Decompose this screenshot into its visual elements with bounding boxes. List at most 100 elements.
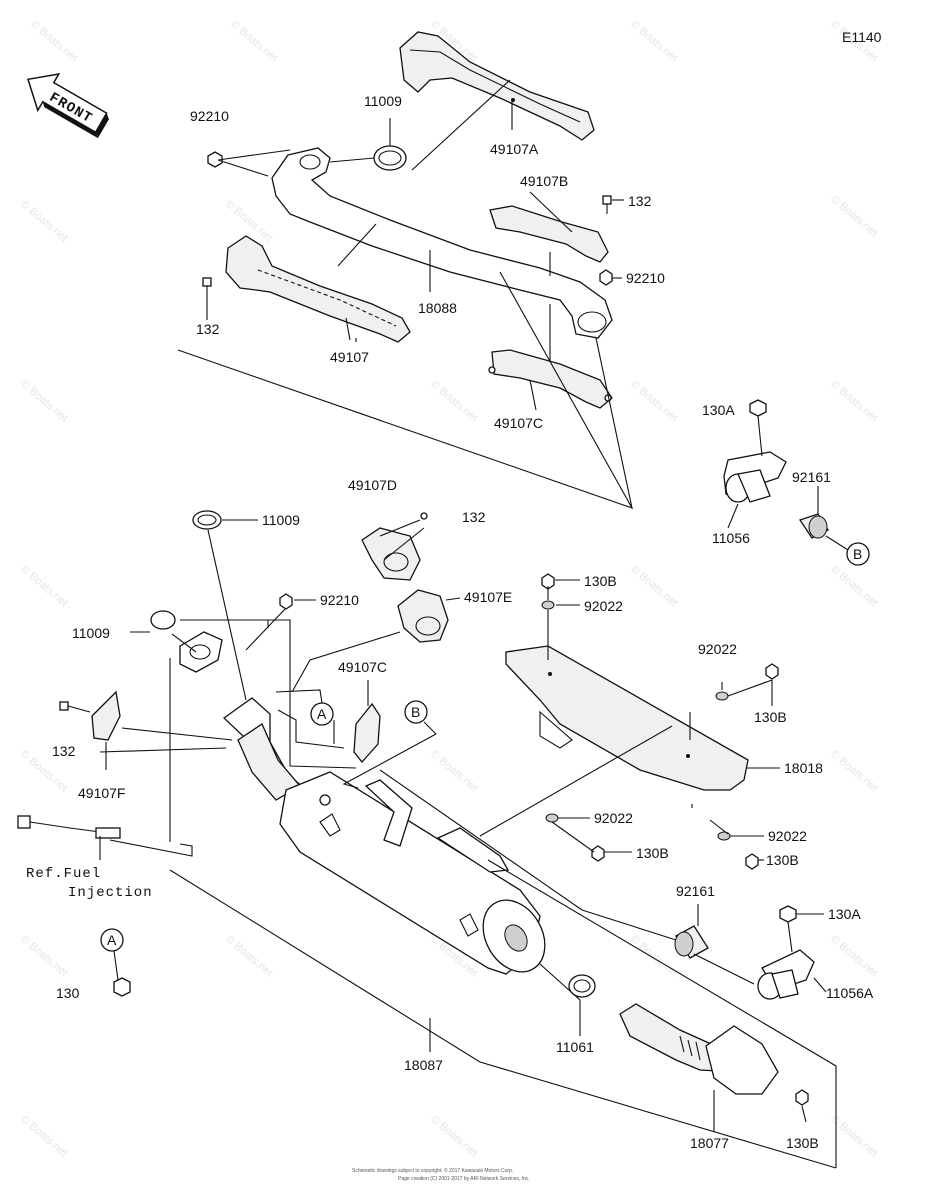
tail-pipe-18077 (619, 1003, 779, 1095)
heat-guard-49107a (399, 31, 595, 141)
bolt-130b-a (541, 573, 555, 590)
label-18087: 18087 (404, 1057, 443, 1073)
label-130b-b: 130B (754, 709, 787, 725)
label-92022-a: 92022 (584, 598, 623, 614)
watermark: © Boats.net (828, 563, 880, 609)
callout-a-bottom (100, 928, 124, 952)
oxygen-sensor (17, 815, 121, 839)
front-pipe-flange (179, 631, 223, 673)
label-11009-top: 11009 (364, 93, 402, 109)
washer-92022-b (715, 691, 729, 701)
label-49107c-mid: 49107C (338, 659, 387, 675)
watermark-layer: © Boats.net © Boats.net © Boats.net © Bo… (18, 18, 880, 1159)
watermark: © Boats.net (28, 18, 80, 64)
heat-guard-18018 (505, 645, 749, 791)
label-132-mid: 132 (462, 509, 486, 525)
nut-92210-top (207, 151, 223, 168)
label-130b-e: 130B (786, 1135, 819, 1151)
washer-92022-a (541, 600, 555, 610)
watermark: © Boats.net (828, 748, 880, 794)
label-49107e: 49107E (464, 589, 512, 605)
label-49107: 49107 (330, 349, 369, 365)
leader-lines (99, 79, 849, 1169)
label-92022-d: 92022 (768, 828, 807, 844)
watermark: © Boats.net (428, 748, 480, 794)
watermark: © Boats.net (428, 1113, 480, 1159)
bolt-132-mid (420, 512, 428, 520)
ref-note-line-1: Ref.Fuel (26, 866, 101, 882)
label-18018: 18018 (784, 760, 823, 776)
diagram-id: E1140 (842, 29, 882, 45)
washer-92022-c (545, 813, 559, 823)
watermark: © Boats.net (628, 18, 680, 64)
ref-note-line-2: Injection (68, 885, 153, 901)
watermark: © Boats.net (828, 193, 880, 239)
heat-guard-49107 (225, 235, 411, 343)
label-92022-b: 92022 (698, 641, 737, 657)
watermark: © Boats.net (828, 933, 880, 979)
label-49107a: 49107A (490, 141, 539, 157)
bolt-132-left-top (202, 277, 212, 298)
heat-guard-49107e (397, 589, 449, 643)
label-11009-mid: 11009 (262, 512, 300, 528)
label-11009-left: 11009 (72, 625, 110, 641)
label-130a-bottom: 130A (828, 906, 861, 922)
watermark: © Boats.net (18, 198, 70, 244)
watermark: © Boats.net (628, 378, 680, 424)
watermark: © Boats.net (18, 378, 70, 424)
label-130b-a: 130B (584, 573, 617, 589)
gasket-11009-mid (192, 510, 222, 530)
heat-guard-49107c-mid (353, 702, 381, 764)
heat-guard-49107c-top (488, 349, 613, 409)
label-132-right-top: 132 (628, 193, 652, 209)
label-130: 130 (56, 985, 80, 1001)
bracket-11056a (757, 949, 815, 1000)
watermark: © Boats.net (628, 563, 680, 609)
footer-line-1: Schematic drawings subject to copyright.… (352, 1167, 513, 1174)
label-11056a: 11056A (826, 985, 874, 1001)
part-labels: 92210 11009 49107A 49107B 132 92210 1808… (52, 93, 874, 1151)
bolt-132-right-top (602, 195, 612, 214)
callout-b-right-label: B (853, 546, 862, 562)
label-49107b: 49107B (520, 173, 568, 189)
label-92161-top: 92161 (792, 469, 831, 485)
label-132-left-top: 132 (196, 321, 220, 337)
label-130b-d: 130B (766, 852, 799, 868)
callout-b-mid-label: B (411, 704, 420, 720)
label-49107c-top: 49107C (494, 415, 543, 431)
nut-130b-d (745, 853, 759, 870)
label-18077: 18077 (690, 1135, 729, 1151)
label-92210-top: 92210 (190, 108, 229, 124)
bolt-130a-bottom (779, 905, 797, 953)
label-92022-c: 92022 (594, 810, 633, 826)
label-130a-top: 130A (702, 402, 735, 418)
gasket-11009-left (150, 610, 176, 630)
exhaust-pipe-18088 (271, 147, 613, 339)
label-49107f: 49107F (78, 785, 125, 801)
nut-130b-c (591, 845, 605, 862)
bolt-130a-top (749, 399, 767, 457)
footer-line-2: Page creation (C) 2001-2017 by ARI Netwo… (398, 1176, 530, 1182)
nut-92210-mid (279, 593, 293, 610)
label-92210-mid: 92210 (320, 592, 359, 608)
label-11061: 11061 (556, 1039, 594, 1055)
label-49107d: 49107D (348, 477, 397, 493)
label-92161-bottom: 92161 (676, 883, 715, 899)
bolt-130b-b (765, 663, 779, 680)
label-132-left: 132 (52, 743, 76, 759)
watermark: © Boats.net (18, 1113, 70, 1159)
muffler-mount-hole (319, 794, 331, 806)
collar-92161-top (798, 513, 829, 539)
label-92210-right: 92210 (626, 270, 665, 286)
front-arrow-icon: FRONT (27, 72, 109, 139)
bracket-11056 (723, 451, 787, 503)
heat-guard-49107b (489, 205, 609, 263)
label-130b-c: 130B (636, 845, 669, 861)
watermark: © Boats.net (828, 378, 880, 424)
bolt-132-left (59, 701, 91, 713)
callout-a-mid-label: A (317, 706, 327, 722)
muffler-18087 (222, 697, 546, 975)
gasket-11061 (568, 974, 596, 998)
callout-b-right (846, 542, 870, 566)
